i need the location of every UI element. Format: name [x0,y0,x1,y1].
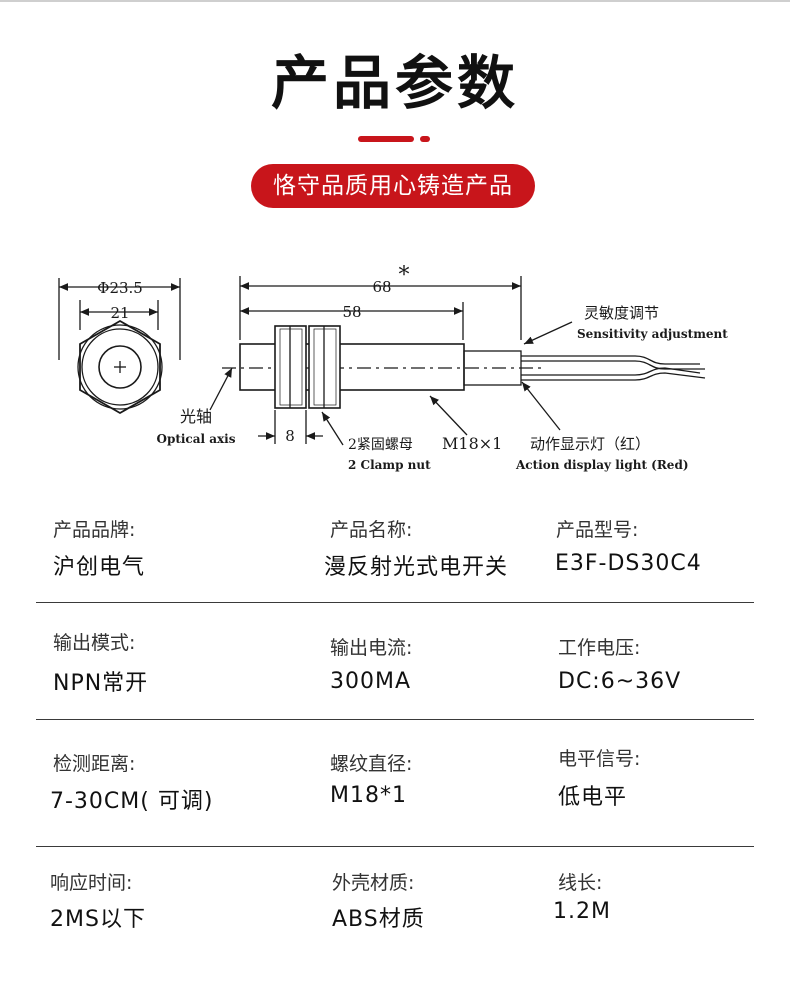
sensor-dimension-diagram: Φ23.5 21 [58,263,728,472]
spec-value-output-current: 300MA [330,669,412,694]
spec-label-brand: 产品品牌: [53,519,136,541]
row-divider-2 [36,719,754,720]
page-title: 产品参数 [270,49,519,117]
action-light-label-cn: 动作显示灯（红） [530,435,650,453]
dim-total-length: 68 [372,278,391,296]
spec-label-signal-level: 电平信号: [558,748,641,770]
dim-inner-width: 21 [110,304,129,322]
title-underline-long [358,136,414,142]
slogan-badge: 恪守品质用心铸造产品 [251,164,535,208]
clamp-nut-label-cn: 2紧固螺母 [348,437,413,453]
row-divider-3 [36,846,754,847]
spec-label-distance: 检测距离: [53,753,136,775]
row-divider-1 [36,602,754,603]
dim-outer-diameter: Φ23.5 [97,279,143,297]
spec-label-response-time: 响应时间: [50,872,133,894]
front-view-drawing [58,278,181,415]
dim-total-star: * [399,263,410,288]
top-border-line [0,0,790,2]
title-underline-dot [420,136,430,142]
optical-axis-label-cn: 光轴 [180,407,212,426]
sensitivity-label-en: Sensitivity adjustment [577,327,728,341]
spec-value-name: 漫反射光式电开关 [324,555,509,580]
spec-label-cable-length: 线长: [558,872,603,894]
spec-label-model: 产品型号: [556,519,639,541]
spec-label-thread: 螺纹直径: [330,753,413,775]
spec-label-name: 产品名称: [330,519,413,541]
spec-value-response-time: 2MS以下 [50,907,146,932]
spec-value-model: E3F-DS30C4 [555,551,702,576]
spec-label-housing: 外壳材质: [332,872,415,894]
action-light-label-en: Action display light (Red) [515,458,689,472]
dim-nut-width: 8 [285,427,295,445]
dim-body-length: 58 [342,303,361,321]
thread-label: M18×1 [442,434,502,453]
spec-value-thread: M18*1 [330,783,407,808]
spec-label-voltage: 工作电压: [558,637,641,659]
spec-value-distance: 7-30CM( 可调) [50,789,214,814]
spec-value-voltage: DC:6~36V [558,669,682,694]
spec-value-brand: 沪创电气 [53,555,146,580]
clamp-nut-label-en: 2 Clamp nut [348,458,431,472]
side-view-drawing [209,276,706,446]
spec-value-output-mode: NPN常开 [53,671,149,696]
spec-label-output-current: 输出电流: [330,637,413,659]
spec-value-cable-length: 1.2M [553,899,611,924]
spec-value-signal-level: 低电平 [558,785,628,810]
sensitivity-label-cn: 灵敏度调节 [584,304,659,322]
optical-axis-label-en: Optical axis [156,432,235,446]
spec-label-output-mode: 输出模式: [53,632,136,654]
spec-value-housing: ABS材质 [332,907,425,932]
